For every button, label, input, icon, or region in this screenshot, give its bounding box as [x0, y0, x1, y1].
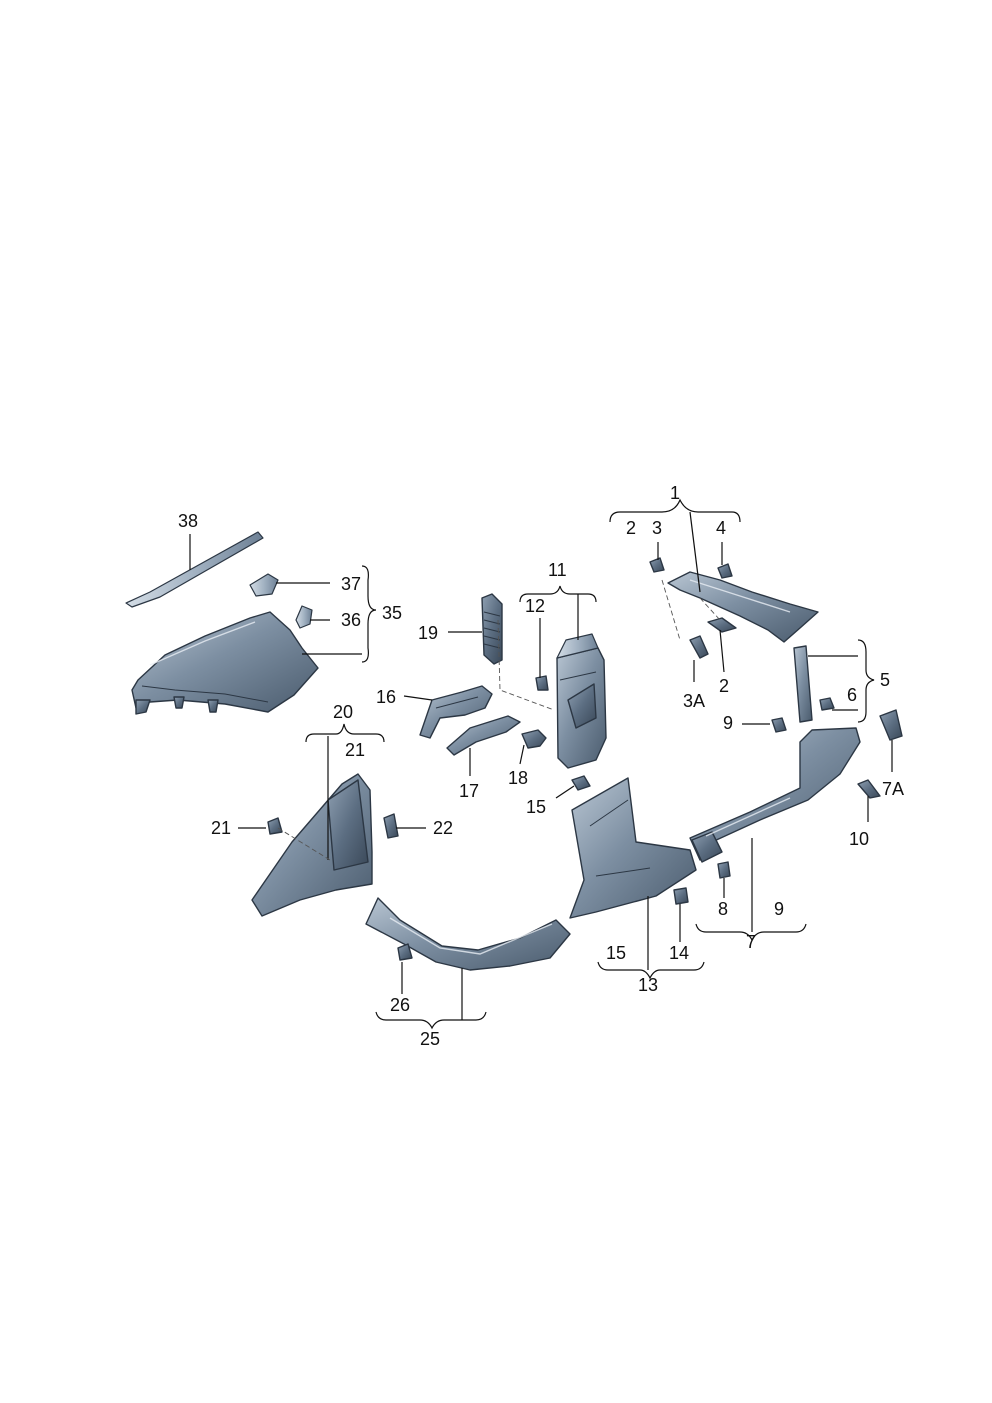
part-6-clip	[819, 697, 835, 711]
callout-25: 25	[420, 1029, 440, 1049]
callout-15-upper: 15	[526, 797, 546, 817]
callout-37: 37	[341, 574, 361, 594]
part-11-pillar-upper	[556, 633, 607, 769]
callout-12: 12	[525, 596, 545, 616]
callout-11: 11	[548, 560, 567, 580]
callout-5: 5	[880, 670, 890, 690]
callout-36: 36	[341, 610, 361, 630]
callout-13: 13	[638, 975, 658, 995]
callout-3: 3	[652, 518, 662, 538]
callout-35: 35	[382, 603, 402, 623]
part-21-clip	[267, 817, 283, 835]
part-16-bracket	[419, 685, 493, 739]
part-5-pillar-strip	[793, 645, 813, 723]
callout-9-lower: 9	[774, 899, 784, 919]
callout-labels: 1 2 3 4 2 3A 5 6 9 7A 10 11 12 19 16 17 …	[178, 483, 904, 1049]
part-3a-screw	[689, 635, 709, 659]
callout-2: 2	[626, 518, 636, 538]
part-22-screw	[383, 813, 399, 839]
callout-26: 26	[390, 995, 410, 1015]
callout-1: 1	[670, 483, 680, 503]
part-3-clip	[649, 557, 665, 573]
callout-15-lower: 15	[606, 943, 626, 963]
part-35-pillar-trim	[131, 611, 319, 715]
part-7a-clip	[879, 709, 903, 741]
leader-lines	[189, 498, 893, 1030]
callout-3a: 3A	[683, 691, 705, 711]
callout-10: 10	[849, 829, 869, 849]
part-10-screw	[857, 779, 881, 799]
part-38-trim-strip	[125, 531, 264, 608]
part-7-sill-plate	[689, 727, 861, 863]
callout-14: 14	[669, 943, 689, 963]
callout-18: 18	[508, 768, 528, 788]
callout-2-screw: 2	[719, 676, 729, 696]
part-8-clip	[717, 861, 731, 879]
callout-16: 16	[376, 687, 396, 707]
part-1-pillar-trim	[667, 571, 819, 643]
part-37-clip	[249, 573, 279, 597]
part-15-clip-upper	[571, 775, 591, 791]
callout-4: 4	[716, 518, 726, 538]
part-17-grab-handle	[446, 715, 521, 756]
callout-7: 7	[746, 932, 756, 952]
callout-22: 22	[433, 818, 453, 838]
callout-21-top: 21	[345, 740, 365, 760]
callout-17: 17	[459, 781, 479, 801]
callout-20: 20	[333, 702, 353, 722]
callout-38: 38	[178, 511, 198, 531]
part-13-pillar-lower	[569, 777, 697, 919]
part-19-vent	[481, 593, 503, 665]
callout-19: 19	[418, 623, 438, 643]
callout-9-upper: 9	[723, 713, 733, 733]
callout-7a: 7A	[882, 779, 904, 799]
part-14-clip	[673, 887, 689, 905]
part-20-rear-trim	[251, 773, 373, 917]
callout-21-left: 21	[211, 818, 231, 838]
callout-6: 6	[847, 685, 857, 705]
part-26-clip	[397, 943, 413, 961]
part-4-clip	[717, 563, 733, 579]
part-2-screw	[707, 617, 737, 633]
part-36-clip	[295, 605, 313, 629]
part-9-clip-upper	[771, 717, 787, 733]
part-12-clip	[535, 675, 549, 691]
part-18-screw	[521, 729, 547, 749]
part-25-lower-trim	[365, 897, 571, 971]
callout-8: 8	[718, 899, 728, 919]
